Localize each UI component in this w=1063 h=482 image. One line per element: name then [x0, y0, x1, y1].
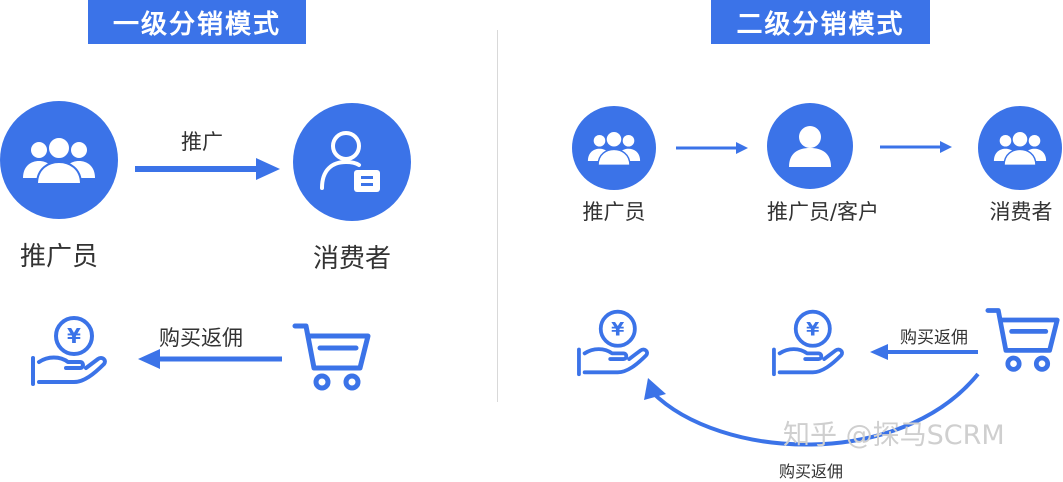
watermark: 知乎 @探马SCRM	[783, 420, 1005, 451]
title-first-level-distribution: 一级分销模式	[88, 0, 306, 44]
rebate-arrow-right-top	[870, 344, 978, 360]
hand-coin-icon: ¥	[577, 309, 649, 377]
rebate-arrow-label-left: 购买返佣	[159, 326, 243, 350]
rebate-arrow-label-right-top: 购买返佣	[900, 328, 968, 348]
user-icon	[789, 126, 831, 167]
title-second-level-distribution: 二级分销模式	[711, 0, 930, 44]
consumer-label: 消费者	[312, 244, 391, 274]
shopping-cart-icon	[292, 323, 371, 391]
shopping-cart-icon	[985, 308, 1060, 372]
promoter-label-right: 推广员	[582, 200, 646, 224]
promote-arrow-label: 推广	[181, 130, 223, 154]
people-group-icon	[993, 130, 1047, 167]
rebate-arrow-right-curve	[644, 372, 980, 447]
people-group-icon	[587, 130, 641, 167]
hand-coin-icon: ¥	[31, 316, 107, 386]
rebate-arrow-label-right-bottom: 购买返佣	[779, 462, 844, 481]
promote-arrow	[135, 158, 280, 180]
panel-divider	[497, 30, 498, 402]
promoter-node-right	[572, 106, 656, 190]
flow-arrow-1	[676, 142, 748, 154]
svg-text:¥: ¥	[67, 324, 81, 348]
svg-text:¥: ¥	[611, 318, 624, 340]
promoter-customer-node	[767, 103, 853, 189]
rebate-arrow-left	[138, 349, 282, 369]
consumer-node-right	[978, 106, 1062, 190]
consumer-label-right: 消费者	[989, 200, 1053, 224]
user-card-icon	[320, 131, 380, 192]
flow-arrow-2	[880, 141, 952, 153]
promoter-node	[0, 101, 118, 219]
people-group-icon	[23, 136, 95, 185]
promoter-customer-label: 推广员/客户	[766, 200, 880, 224]
hand-coin-icon: ¥	[772, 309, 844, 377]
consumer-node	[293, 103, 411, 221]
promoter-label: 推广员	[19, 242, 98, 272]
svg-text:¥: ¥	[806, 318, 819, 340]
